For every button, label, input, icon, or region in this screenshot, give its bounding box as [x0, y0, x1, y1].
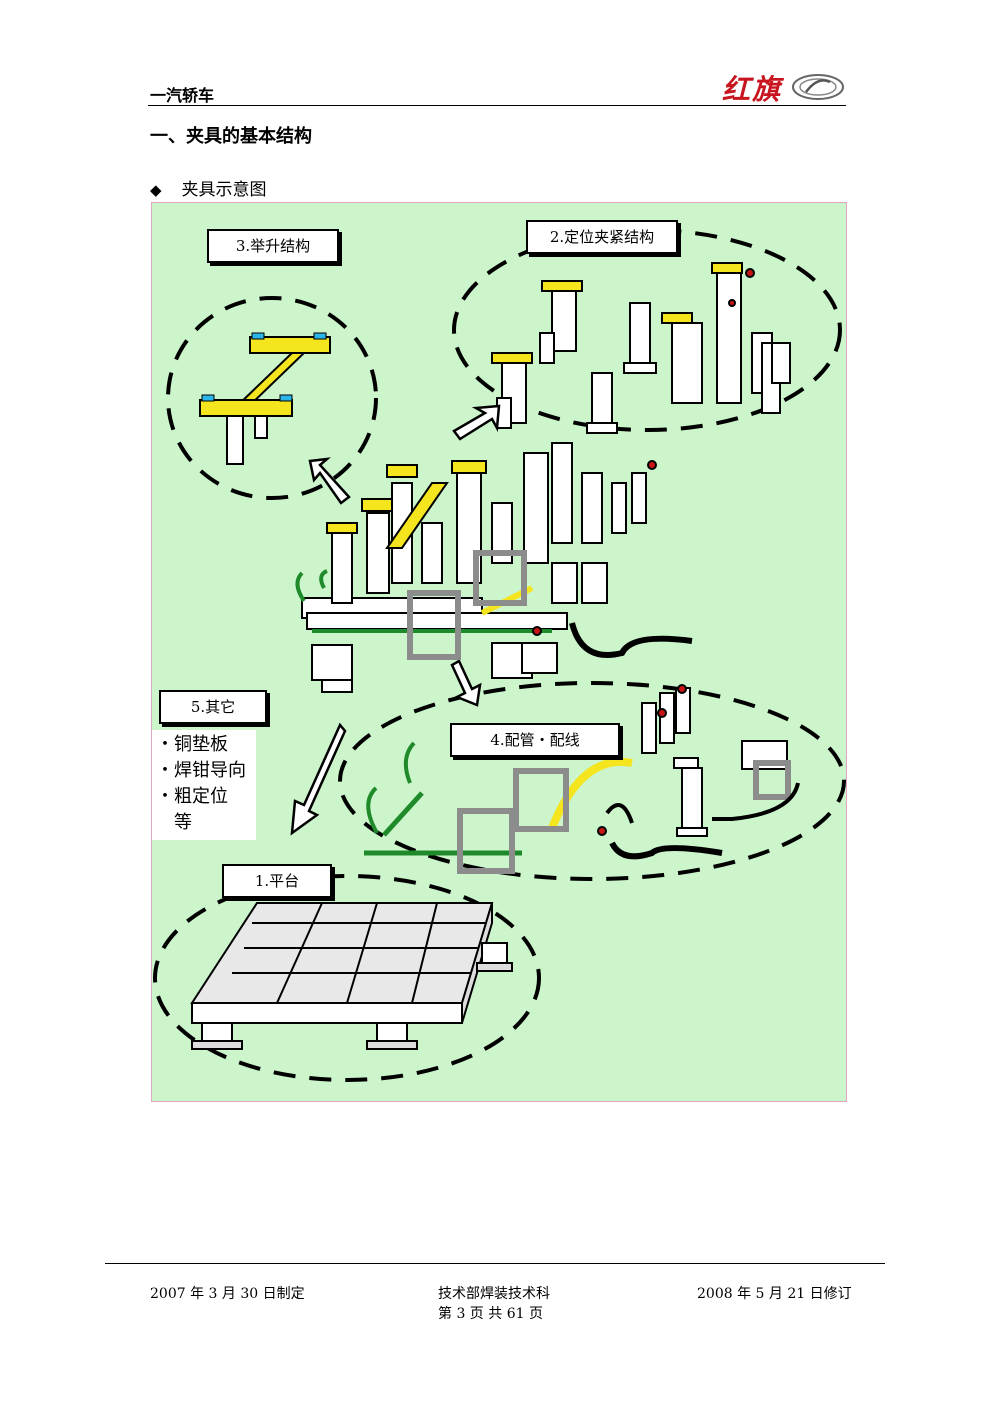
footer-page-number: 第 3 页 共 61 页	[438, 1306, 543, 1322]
arrows	[290, 404, 501, 836]
main-assembly-drawing	[295, 442, 693, 693]
lift-structure-drawing	[199, 332, 331, 465]
piping-drawing	[364, 684, 800, 874]
clamp-structure-ellipse	[452, 228, 842, 432]
company-name: 一汽轿车	[150, 86, 215, 105]
platform-drawing	[190, 902, 513, 1050]
section-title: 一、夹具的基本结构	[150, 126, 312, 147]
footer-revised-date: 2008 年 5 月 21 日修订	[697, 1286, 852, 1302]
platform-ellipse	[153, 874, 541, 1082]
other-item: ・粗定位	[156, 786, 228, 807]
arrow-to-piping-icon	[450, 659, 482, 707]
footer-created-date: 2007 年 3 月 30 日制定	[150, 1286, 305, 1302]
footer-rule	[105, 1263, 885, 1264]
other-item: ・铜垫板	[156, 734, 228, 755]
piping-ellipse	[338, 681, 846, 881]
header-rule	[148, 105, 846, 106]
arrow-to-lift-icon	[308, 457, 351, 505]
label-piping: 4.配管・配线	[450, 723, 620, 757]
other-item: ・焊钳导向	[156, 760, 246, 781]
arrow-to-clamp-icon	[452, 404, 501, 441]
arrow-to-platform-icon	[290, 722, 347, 836]
brand-emblem-icon	[792, 74, 844, 100]
figure-bullet: ◆ 夹具示意图	[150, 175, 267, 200]
lift-structure-ellipse	[166, 296, 378, 500]
label-clamp-structure: 2.定位夹紧结构	[526, 220, 678, 254]
fixture-illustration	[153, 228, 846, 1082]
fixture-diagram: 3.举升结构 2.定位夹紧结构 5.其它 4.配管・配线 1.平台	[151, 202, 847, 1102]
label-lift-structure: 3.举升结构	[207, 229, 339, 263]
label-platform: 1.平台	[222, 864, 332, 898]
clamp-structure-drawing	[491, 262, 791, 434]
other-item: 等	[156, 812, 192, 833]
bullet-text: 夹具示意图	[181, 180, 267, 200]
other-items-list: ・铜垫板 ・焊钳导向 ・粗定位 等	[152, 730, 256, 840]
label-other: 5.其它	[159, 690, 267, 724]
footer-department: 技术部焊装技术科	[438, 1286, 550, 1302]
diamond-bullet-icon: ◆	[150, 181, 162, 199]
brand-logo-text: 红旗	[722, 73, 783, 106]
